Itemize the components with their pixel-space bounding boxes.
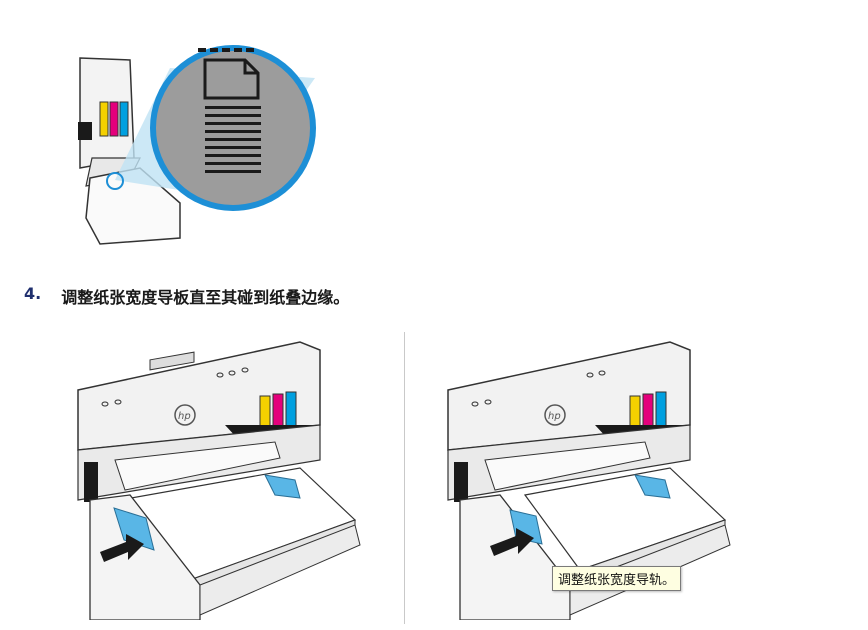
adjust-guide-illustration-right: hp — [447, 341, 731, 620]
paper-width-guide-rear — [634, 474, 671, 499]
zoom-callout — [150, 45, 316, 211]
tray-marking-callout-illustration — [78, 45, 316, 245]
step-instruction: 4. 调整纸张宽度导板直至其碰到纸叠边缘。 — [24, 284, 349, 308]
marking-location-circle — [106, 172, 124, 190]
hp-logo — [174, 404, 196, 426]
push-arrow-icon — [100, 534, 144, 562]
paper-width-guide — [113, 507, 155, 551]
adjust-guide-illustration-left: hp — [77, 341, 361, 620]
guide-tooltip: 调整纸张宽度导轨。 — [552, 566, 682, 591]
svg-text:hp: hp — [178, 411, 191, 422]
paper-width-guide-rear — [264, 474, 301, 499]
paper-icon — [203, 58, 260, 100]
illustration-divider — [404, 332, 405, 624]
step-text: 调整纸张宽度导板直至其碰到纸叠边缘。 — [61, 288, 350, 307]
step-number: 4. — [24, 284, 42, 303]
push-arrow-icon — [490, 528, 534, 556]
hp-logo — [544, 404, 566, 426]
svg-text:hp: hp — [548, 411, 561, 422]
ink-tank-window — [99, 101, 129, 137]
